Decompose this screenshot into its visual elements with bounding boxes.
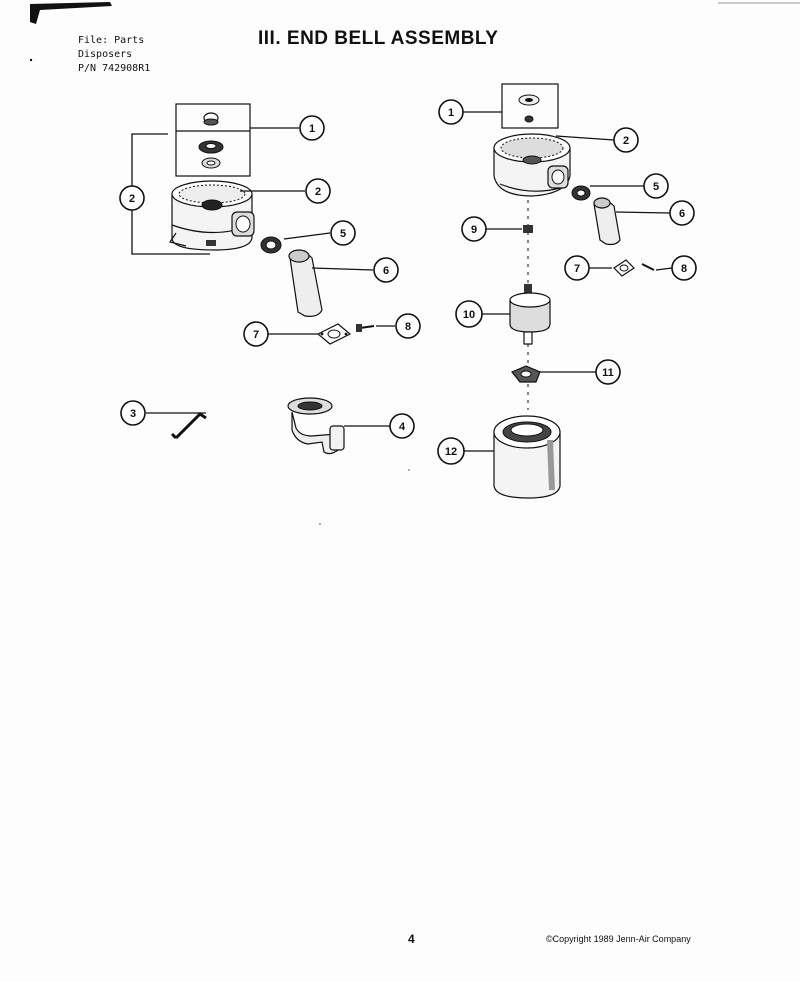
scan-specks — [319, 469, 410, 525]
shaft-clip-illustration — [511, 365, 541, 383]
right-gasket-illustration — [571, 185, 591, 201]
right-bolt-illustration — [641, 263, 655, 271]
callout-7-right: 7 — [564, 255, 590, 281]
callout-8-right: 8 — [671, 255, 697, 281]
svg-text:10: 10 — [463, 309, 475, 321]
callout-10: 10 — [455, 300, 483, 328]
file-info: File: Parts Disposers P/N 742908R1 — [78, 34, 150, 76]
svg-text:6: 6 — [383, 265, 389, 277]
svg-text:3: 3 — [130, 408, 136, 420]
left-bolt-illustration — [356, 324, 375, 332]
copyright-notice: ©Copyright 1989 Jenn-Air Company — [546, 934, 691, 944]
left-gasket-illustration — [260, 236, 282, 254]
left-end-bell-illustration — [169, 180, 255, 251]
callout-8-left: 8 — [395, 313, 421, 339]
svg-text:8: 8 — [681, 263, 687, 275]
file-category: Disposers — [78, 49, 133, 60]
svg-text:8: 8 — [405, 321, 411, 333]
svg-text:6: 6 — [679, 208, 685, 220]
callout-6-left: 6 — [373, 257, 399, 283]
svg-text:2: 2 — [315, 186, 321, 198]
svg-text:11: 11 — [602, 367, 614, 379]
leader-lines — [146, 111, 673, 452]
callout-12: 12 — [437, 437, 465, 465]
callout-2-right: 2 — [613, 127, 639, 153]
svg-text:12: 12 — [445, 446, 457, 458]
left-tailpipe-illustration — [288, 249, 323, 317]
file-label: File: Parts — [78, 35, 145, 46]
left-flange-illustration — [316, 323, 352, 345]
svg-text:4: 4 — [399, 421, 406, 433]
right-seal-kit-illustration — [501, 83, 559, 129]
part-number: P/N 742908R1 — [78, 63, 151, 74]
callout-11: 11 — [595, 359, 621, 385]
svg-text:7: 7 — [253, 329, 259, 341]
svg-text:2: 2 — [623, 135, 629, 147]
right-end-bell-illustration — [493, 133, 571, 197]
page-title: III. END BELL ASSEMBLY — [258, 28, 499, 49]
page-number: 4 — [408, 932, 415, 946]
callout-9: 9 — [461, 216, 487, 242]
callout-1-right: 1 — [438, 99, 464, 125]
svg-text:9: 9 — [471, 224, 477, 236]
svg-text:1: 1 — [309, 123, 315, 135]
callout-4: 4 — [389, 413, 415, 439]
rotor-illustration — [509, 284, 551, 345]
callout-7-left: 7 — [243, 321, 269, 347]
stator-illustration — [493, 415, 561, 499]
wrench-illustration — [170, 412, 207, 440]
svg-text:1: 1 — [448, 107, 454, 119]
svg-text:7: 7 — [574, 263, 580, 275]
svg-text:5: 5 — [653, 181, 659, 193]
callout-2-left-housing: 2 — [305, 178, 331, 204]
svg-text:2: 2 — [129, 193, 135, 205]
drain-stopper-illustration — [287, 397, 345, 455]
callout-6-right: 6 — [669, 200, 695, 226]
left-seal-kit-illustration — [175, 103, 251, 177]
nut-illustration — [523, 225, 533, 233]
callout-5-right: 5 — [643, 173, 669, 199]
right-flange-illustration — [613, 259, 635, 277]
callout-5-left: 5 — [330, 220, 356, 246]
callout-2-left-bracket: 2 — [119, 185, 145, 211]
svg-text:5: 5 — [340, 228, 346, 240]
right-tailpipe-illustration — [593, 197, 621, 246]
callout-3: 3 — [120, 400, 146, 426]
callout-1-left: 1 — [299, 115, 325, 141]
